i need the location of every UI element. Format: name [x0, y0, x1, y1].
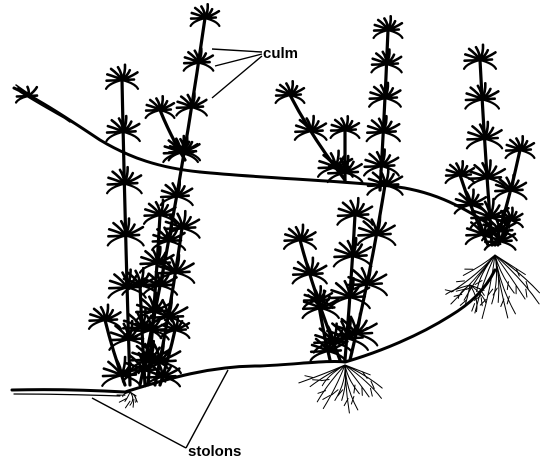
culm-label: culm [263, 45, 298, 62]
root [526, 289, 527, 297]
root [454, 294, 462, 296]
leaf-blade [485, 139, 503, 149]
leaf-blade [350, 297, 370, 308]
leaf-blade [388, 30, 402, 38]
root [305, 376, 313, 378]
leaf-blade [198, 63, 213, 71]
culm-leader-3 [212, 56, 262, 98]
root-systems [117, 255, 540, 413]
root [310, 365, 345, 387]
culm-stem [328, 116, 363, 182]
root [371, 388, 373, 396]
leaf-blade [377, 235, 396, 245]
leaf-blade [347, 338, 368, 350]
leaf-whorl [146, 96, 175, 118]
leaf-whorl [16, 87, 40, 103]
leaf-blade [381, 166, 398, 176]
root [457, 281, 465, 282]
leaf-blade [123, 132, 140, 141]
leaf-blade [345, 173, 362, 183]
leaf-blade [124, 184, 141, 194]
leaf-blade [126, 236, 144, 246]
leaf-blade [175, 330, 189, 338]
root-tuft [299, 365, 382, 413]
root [472, 304, 475, 312]
leaf-blade [480, 60, 496, 69]
leaf-blade [169, 241, 185, 250]
root [133, 399, 134, 407]
root [318, 391, 326, 394]
stolons-label: stolons [188, 443, 241, 460]
root [495, 255, 539, 304]
leaf-whorl [455, 190, 487, 214]
root-tuft [117, 392, 137, 408]
leaf-blade [385, 98, 401, 107]
culm-stem [364, 16, 402, 190]
leaf-blade [205, 18, 219, 26]
leaf-blade [520, 150, 534, 158]
leaf-blade [345, 130, 359, 138]
culm-leader-1 [212, 49, 262, 52]
leaf-whorl [276, 81, 305, 103]
leaf-blade [192, 107, 207, 115]
stolon-upper-left [14, 88, 200, 172]
leaf-blade [367, 284, 387, 295]
leaf-blade [511, 190, 527, 199]
leaf-blade [175, 272, 194, 282]
stolon-network [12, 85, 495, 396]
leaf-whorl [295, 116, 327, 140]
stolons-leader-1 [92, 398, 186, 448]
leaf-blade [353, 256, 372, 266]
leaf-blade [500, 241, 515, 249]
root [501, 299, 504, 306]
leaf-blade [122, 80, 138, 89]
leaf-blade [387, 64, 402, 72]
leaf-blade [482, 99, 499, 108]
culm-leader-2 [215, 54, 262, 66]
stolons-leader-2 [186, 370, 228, 448]
leaf-whorl [293, 258, 327, 284]
stolon-lower [12, 361, 345, 392]
stolon-lower-thin [14, 394, 120, 396]
root [126, 401, 131, 408]
leaf-blade [383, 132, 400, 141]
root [321, 380, 329, 381]
leaf-blade [177, 196, 193, 205]
